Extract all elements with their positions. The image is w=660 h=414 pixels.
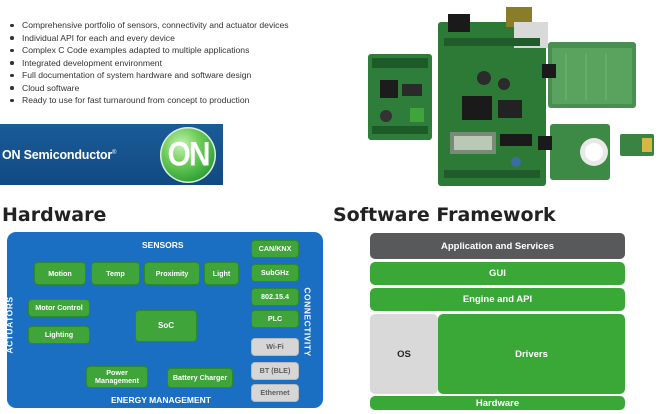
software-framework-heading: Software Framework	[333, 204, 556, 226]
company-logo-banner: ON Semiconductor® ON	[0, 124, 223, 185]
sensor-block: Motion	[34, 262, 86, 285]
feature-item: Individual API for each and every device	[6, 32, 346, 45]
feature-item: Comprehensive portfolio of sensors, conn…	[6, 19, 346, 32]
sensors-label: SENSORS	[142, 240, 184, 250]
engine-api-layer: Engine and API	[370, 288, 625, 311]
drivers-layer: Drivers	[438, 314, 625, 394]
development-boards-photo	[368, 7, 654, 186]
sensor-block: Proximity	[144, 262, 200, 285]
company-name: ON Semiconductor®	[2, 148, 117, 162]
connectivity-block: 802.15.4	[251, 288, 299, 306]
power-management-block: Power Management	[86, 366, 148, 388]
feature-item: Cloud software	[6, 82, 346, 95]
connectivity-label: CONNECTIVITY	[302, 287, 313, 357]
battery-charger-block: Battery Charger	[167, 368, 233, 388]
hardware-diagram: SENSORS Motion Temp Proximity Light ACTU…	[4, 232, 323, 408]
on-logo-icon: ON	[160, 127, 216, 183]
soc-block: SoC	[135, 310, 197, 342]
energy-management-label: ENERGY MANAGEMENT	[111, 395, 211, 405]
os-layer: OS	[370, 314, 438, 394]
feature-item: Ready to use for fast turnaround from co…	[6, 94, 346, 107]
connectivity-block: Ethernet	[251, 384, 299, 402]
application-services-layer: Application and Services	[370, 233, 625, 259]
hardware-heading: Hardware	[2, 204, 107, 226]
actuator-block: Lighting	[28, 326, 90, 344]
connectivity-block: Wi-Fi	[251, 338, 299, 356]
sensor-block: Temp	[91, 262, 140, 285]
feature-list: Comprehensive portfolio of sensors, conn…	[6, 19, 346, 107]
feature-item: Full documentation of system hardware an…	[6, 69, 346, 82]
connectivity-block: PLC	[251, 310, 299, 328]
sensor-block: Light	[204, 262, 239, 285]
gui-layer: GUI	[370, 262, 625, 285]
actuators-label: ACTUATORS	[4, 296, 15, 354]
hardware-layer: Hardware	[370, 396, 625, 410]
feature-item: Complex C Code examples adapted to multi…	[6, 44, 346, 57]
feature-item: Integrated development environment	[6, 57, 346, 70]
connectivity-block: CAN/KNX	[251, 240, 299, 258]
actuator-block: Motor Control	[28, 299, 90, 317]
connectivity-block: SubGHz	[251, 264, 299, 282]
connectivity-block: BT (BLE)	[251, 362, 299, 380]
